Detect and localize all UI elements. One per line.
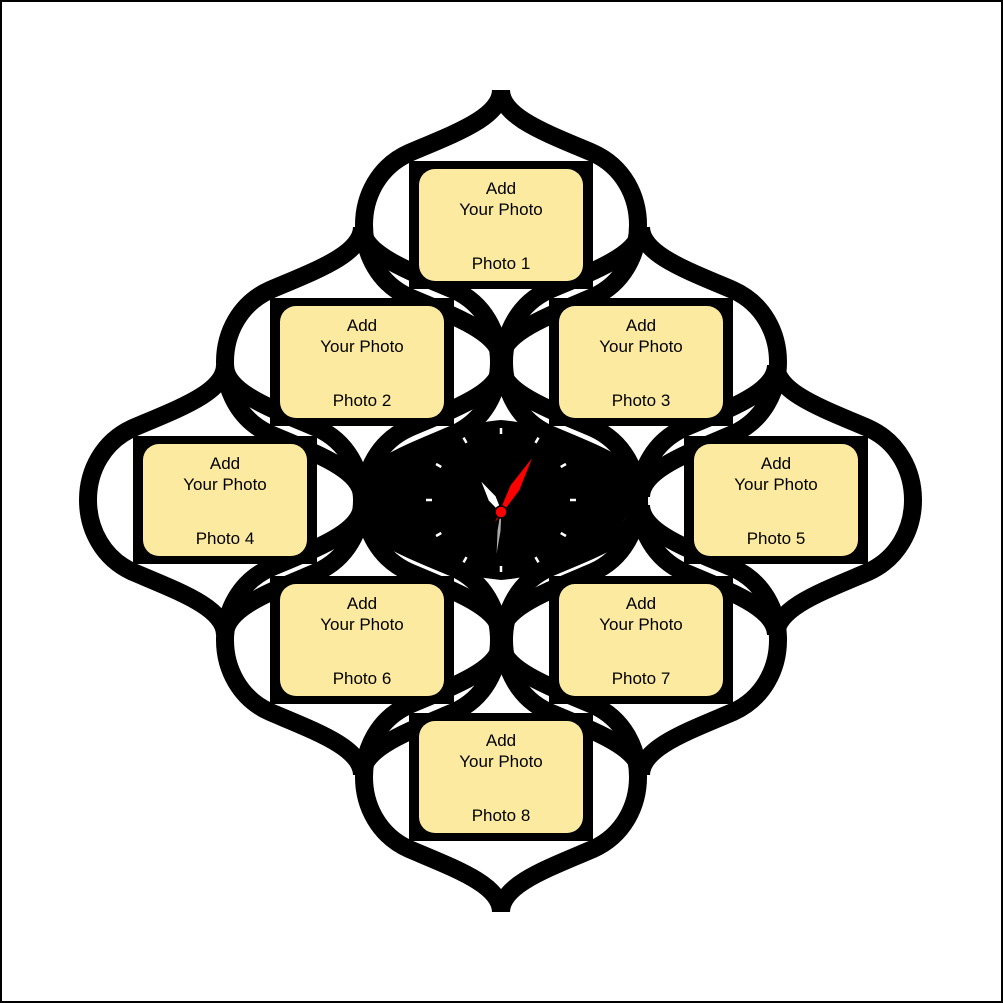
photo-line2: Your Photo bbox=[183, 475, 267, 494]
photo-label: Photo 2 bbox=[333, 391, 392, 410]
photo-placeholder[interactable] bbox=[280, 584, 444, 696]
photo-line1: Add bbox=[347, 316, 377, 335]
photo-label: Photo 1 bbox=[472, 254, 531, 273]
photo-label: Photo 3 bbox=[612, 391, 671, 410]
photo-line1: Add bbox=[761, 454, 791, 473]
photo-line1: Add bbox=[486, 179, 516, 198]
photo-line2: Your Photo bbox=[734, 475, 818, 494]
hour-tick bbox=[462, 437, 468, 444]
clock-face bbox=[360, 420, 642, 580]
photo-line2: Your Photo bbox=[599, 337, 683, 356]
clock-body bbox=[360, 420, 642, 580]
hour-tick bbox=[462, 556, 468, 563]
photo-label: Photo 7 bbox=[612, 669, 671, 688]
photo-line2: Your Photo bbox=[459, 752, 543, 771]
photo-line2: Your Photo bbox=[320, 337, 404, 356]
photo-line1: Add bbox=[210, 454, 240, 473]
photo-placeholder[interactable] bbox=[559, 584, 723, 696]
photo-label: Photo 4 bbox=[196, 529, 255, 548]
photo-line1: Add bbox=[626, 316, 656, 335]
photo-label: Photo 6 bbox=[333, 669, 392, 688]
hour-tick bbox=[560, 531, 567, 538]
hour-tick bbox=[435, 462, 442, 469]
photo-line2: Your Photo bbox=[599, 615, 683, 634]
photo-line1: Add bbox=[626, 594, 656, 613]
photo-placeholder[interactable] bbox=[419, 169, 583, 281]
photo-label: Photo 8 bbox=[472, 806, 531, 825]
photo-line1: Add bbox=[347, 594, 377, 613]
photo-placeholder[interactable] bbox=[559, 306, 723, 418]
photo-placeholder[interactable] bbox=[694, 444, 858, 556]
frame-outline bbox=[355, 363, 647, 637]
photo-line2: Your Photo bbox=[459, 200, 543, 219]
clock-hands bbox=[481, 458, 532, 554]
frame-outline bbox=[355, 640, 647, 914]
hour-tick bbox=[534, 437, 540, 444]
hour-tick bbox=[534, 556, 540, 563]
center-pin bbox=[494, 505, 508, 519]
photo-placeholder[interactable] bbox=[280, 306, 444, 418]
hour-tick bbox=[435, 531, 442, 538]
photo-label: Photo 5 bbox=[747, 529, 806, 548]
hour-tick bbox=[560, 462, 567, 469]
photo-placeholder[interactable] bbox=[143, 444, 307, 556]
photo-placeholder[interactable] bbox=[419, 721, 583, 833]
photo-line1: Add bbox=[486, 731, 516, 750]
photo-line2: Your Photo bbox=[320, 615, 404, 634]
